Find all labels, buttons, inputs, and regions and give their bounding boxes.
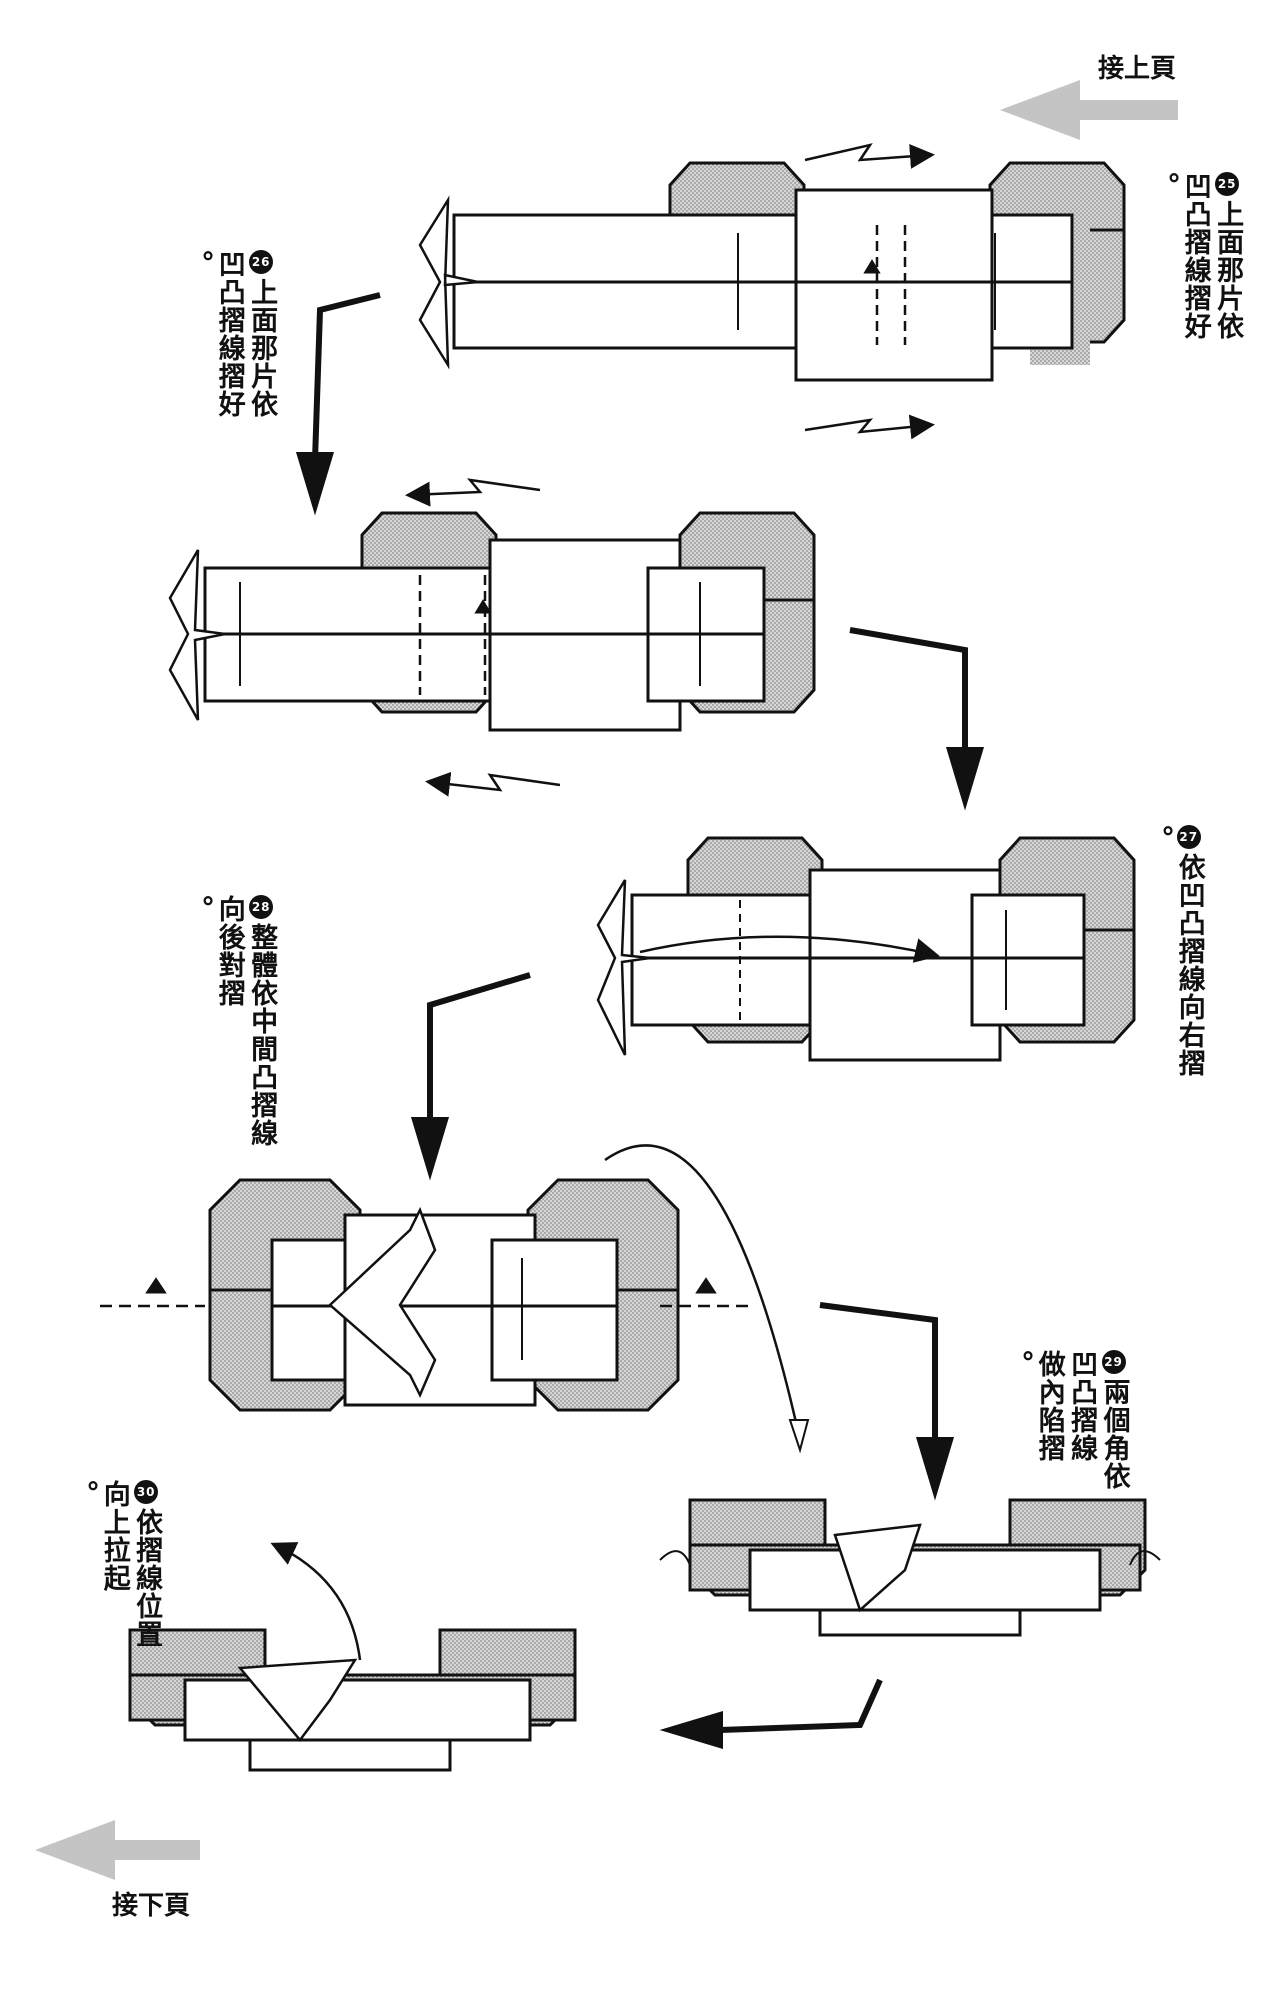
step-27-model (596, 836, 1136, 1062)
step-28-number: 28 (249, 895, 274, 919)
prev-page-label: 接上頁 (1098, 54, 1177, 84)
step-flow-arrows (295, 292, 985, 1750)
step-28-model (100, 1144, 810, 1454)
step-30-number: 30 (134, 1480, 159, 1504)
step-30-model (128, 1542, 577, 1772)
step-25-model (418, 143, 1126, 440)
step-25-label: 25上面那片依 凹凸摺線摺好 。 (1147, 172, 1244, 340)
next-page-label: 接下頁 (112, 1891, 191, 1921)
step-29-label: 29兩個角依 凹凸摺線 做內陷摺 。 (1001, 1350, 1130, 1490)
step-29-model (659, 1498, 1161, 1637)
step-27-number: 27 (1176, 825, 1201, 849)
step-26-model (168, 478, 816, 797)
step-30-label: 30依摺線位置 向上拉起 。 (66, 1480, 163, 1648)
prev-page-arrow-icon (1000, 80, 1178, 140)
step-28-label: 28整體依中間凸摺線 向後對摺 。 (181, 895, 278, 1147)
step-29-number: 29 (1101, 1350, 1126, 1374)
step-27-label: 27依凹凸摺線向右摺 。 (1141, 825, 1205, 1077)
next-page-arrow-icon (35, 1820, 200, 1880)
step-26-number: 26 (249, 250, 274, 274)
step-25-number: 25 (1215, 172, 1240, 196)
step-26-label: 26上面那片依 凹凸摺線摺好 。 (181, 250, 278, 418)
